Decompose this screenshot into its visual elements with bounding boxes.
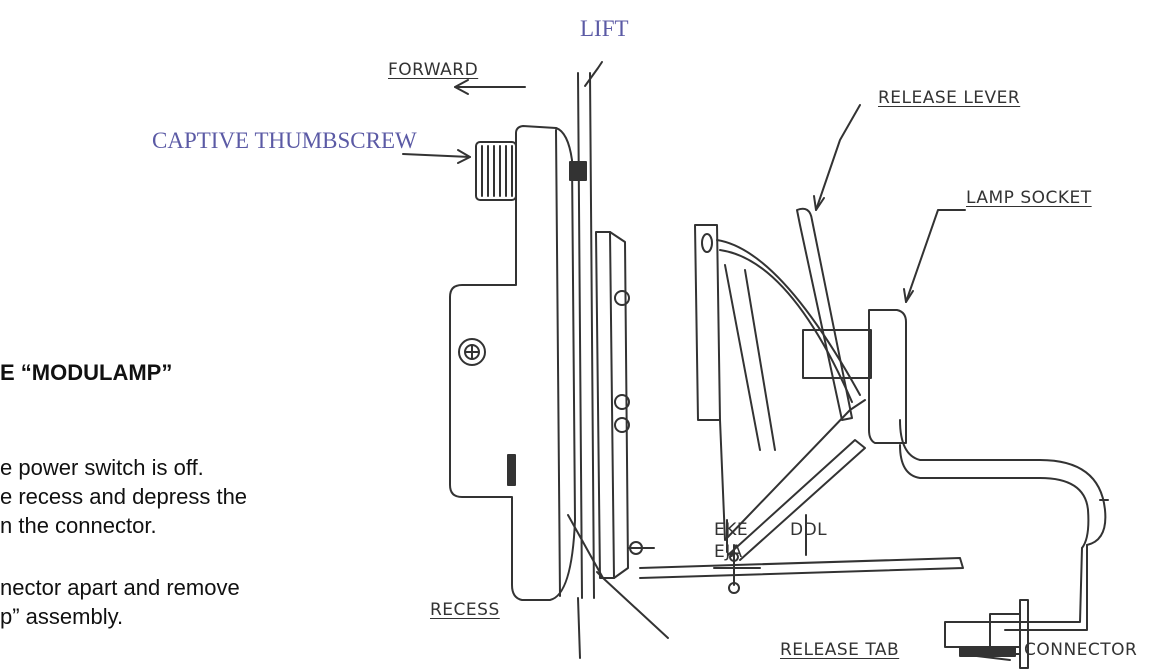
base-plate: [639, 439, 964, 594]
release-tab-label: RELEASE TAB: [780, 640, 900, 660]
instruction-line: n the connector.: [0, 513, 157, 538]
lamp-reflector-frame: [694, 224, 866, 541]
eja-label: EJA: [714, 542, 743, 562]
connector: [944, 599, 1029, 669]
instructions-heading: E “MODULAMP”: [0, 360, 173, 385]
eke-label: EKE: [714, 520, 749, 540]
lift-label: LIFT: [580, 16, 629, 41]
ddl-label: DDL: [790, 520, 828, 540]
wire-harness: [899, 419, 1109, 631]
instruction-line: e recess and depress the: [0, 484, 248, 509]
captive-thumbscrew: [475, 141, 517, 201]
forward-label: FORWARD: [388, 60, 479, 80]
release-lever: [796, 207, 853, 421]
forward-arrow: [454, 79, 526, 95]
front-housing: [449, 125, 576, 601]
connector-label: CONNECTOR: [1024, 640, 1138, 660]
thumbscrew-pointer-arrow: [402, 149, 471, 164]
front-panel-plate: [569, 61, 603, 659]
lamp-socket-label: LAMP SOCKET: [966, 188, 1092, 208]
leader-lines: [567, 104, 966, 639]
instruction-line: p” assembly.: [0, 604, 124, 629]
instruction-line: nector apart and remove: [0, 575, 240, 600]
lamp-socket: [802, 309, 907, 444]
captive-thumbscrew-label: CAPTIVE THUMBSCREW: [152, 128, 417, 153]
mounting-bracket: [595, 231, 655, 579]
instruction-line: e power switch is off.: [0, 455, 204, 480]
recess-label: RECESS: [430, 600, 500, 620]
release-lever-label: RELEASE LEVER: [878, 88, 1021, 108]
